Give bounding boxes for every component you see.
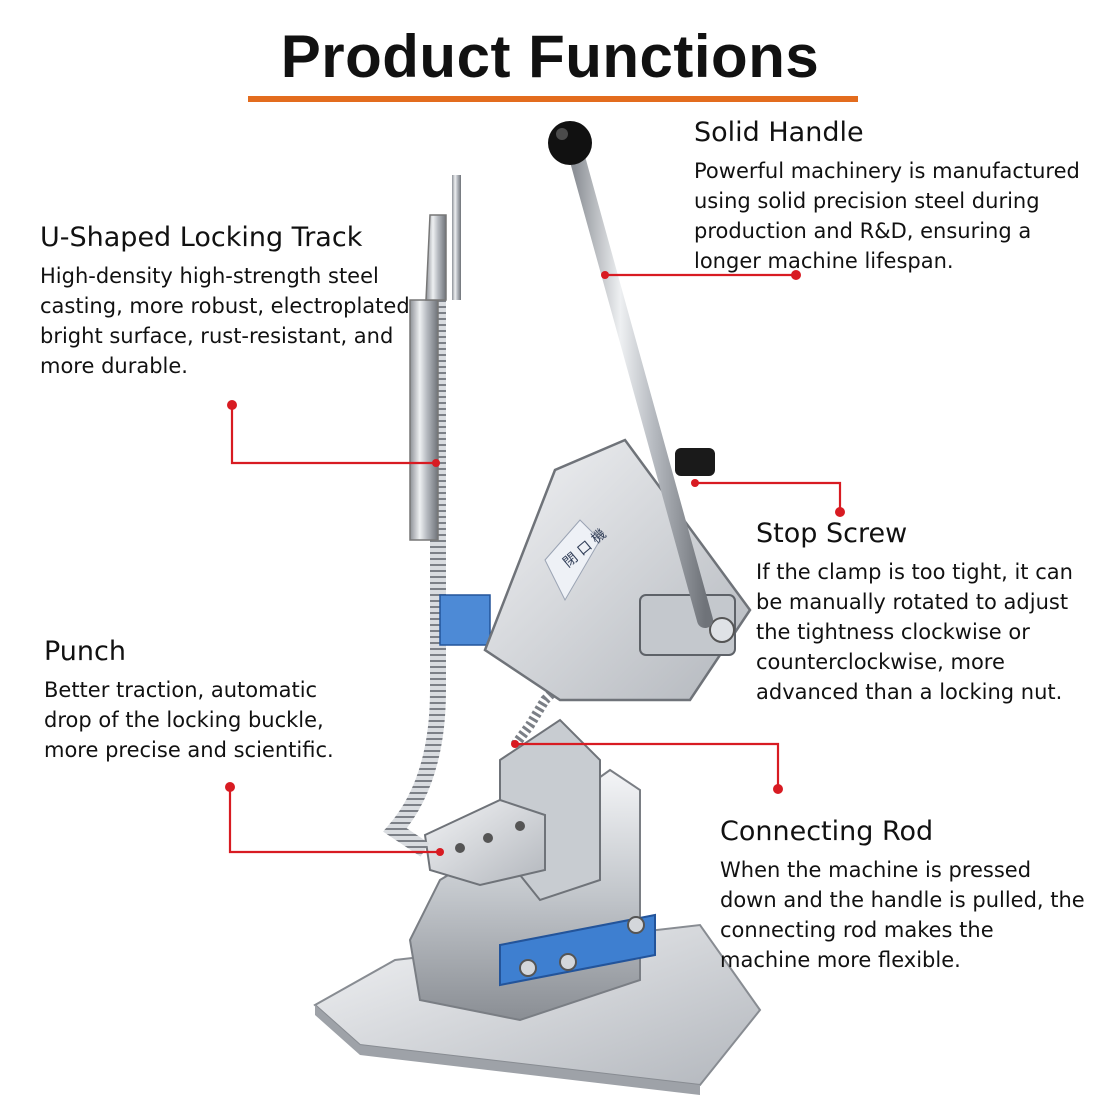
base-plate-edge <box>315 1005 700 1095</box>
pivot-block <box>639 594 736 656</box>
head-housing <box>483 438 752 702</box>
track-guide <box>409 299 439 541</box>
stop-screw-knob <box>675 448 715 476</box>
feature-stop-screw: Stop Screw If the clamp is too tight, it… <box>756 517 1096 707</box>
title-underline <box>248 96 858 102</box>
feature-description: Powerful machinery is manufactured using… <box>694 159 1080 273</box>
head-label <box>544 519 601 602</box>
feature-description: If the clamp is too tight, it can be man… <box>756 560 1073 704</box>
leader-locking-track <box>230 405 436 465</box>
page-title: Product Functions <box>280 23 820 90</box>
feature-locking-track: U-Shaped Locking Track High-density high… <box>40 221 410 381</box>
feature-connecting-rod: Connecting Rod When the machine is press… <box>720 815 1090 975</box>
track-tip <box>425 214 447 301</box>
leader-stop-screw <box>695 481 842 512</box>
track-pin <box>452 175 461 300</box>
bolt <box>627 916 645 934</box>
handle-rod <box>567 142 713 628</box>
handle-knob <box>548 121 592 165</box>
feature-solid-handle: Solid Handle Powerful machinery is manuf… <box>694 116 1094 276</box>
blue-bracket <box>439 594 491 646</box>
feature-description: High-density high-strength steel casting… <box>40 264 410 378</box>
rivet <box>455 843 465 853</box>
punch-plate <box>423 798 546 887</box>
blue-clamp-plate <box>499 913 656 987</box>
feature-heading: Connecting Rod <box>720 816 934 847</box>
feature-heading: Stop Screw <box>756 518 908 549</box>
feature-punch: Punch Better traction, automatic drop of… <box>44 635 364 765</box>
feature-description: Better traction, automatic drop of the l… <box>44 678 334 762</box>
bolt <box>559 953 577 971</box>
bolt <box>519 959 537 977</box>
feature-heading: Solid Handle <box>694 117 864 148</box>
rivet <box>515 821 525 831</box>
leader-connecting-rod <box>515 742 780 789</box>
rivet <box>483 833 493 843</box>
locking-track <box>383 215 446 857</box>
leader-punch <box>228 787 440 854</box>
pivot-bolt <box>709 617 735 643</box>
spring <box>511 686 559 748</box>
feature-heading: U-Shaped Locking Track <box>40 222 363 253</box>
feature-heading: Punch <box>44 636 126 667</box>
feature-description: When the machine is pressed down and the… <box>720 858 1085 972</box>
